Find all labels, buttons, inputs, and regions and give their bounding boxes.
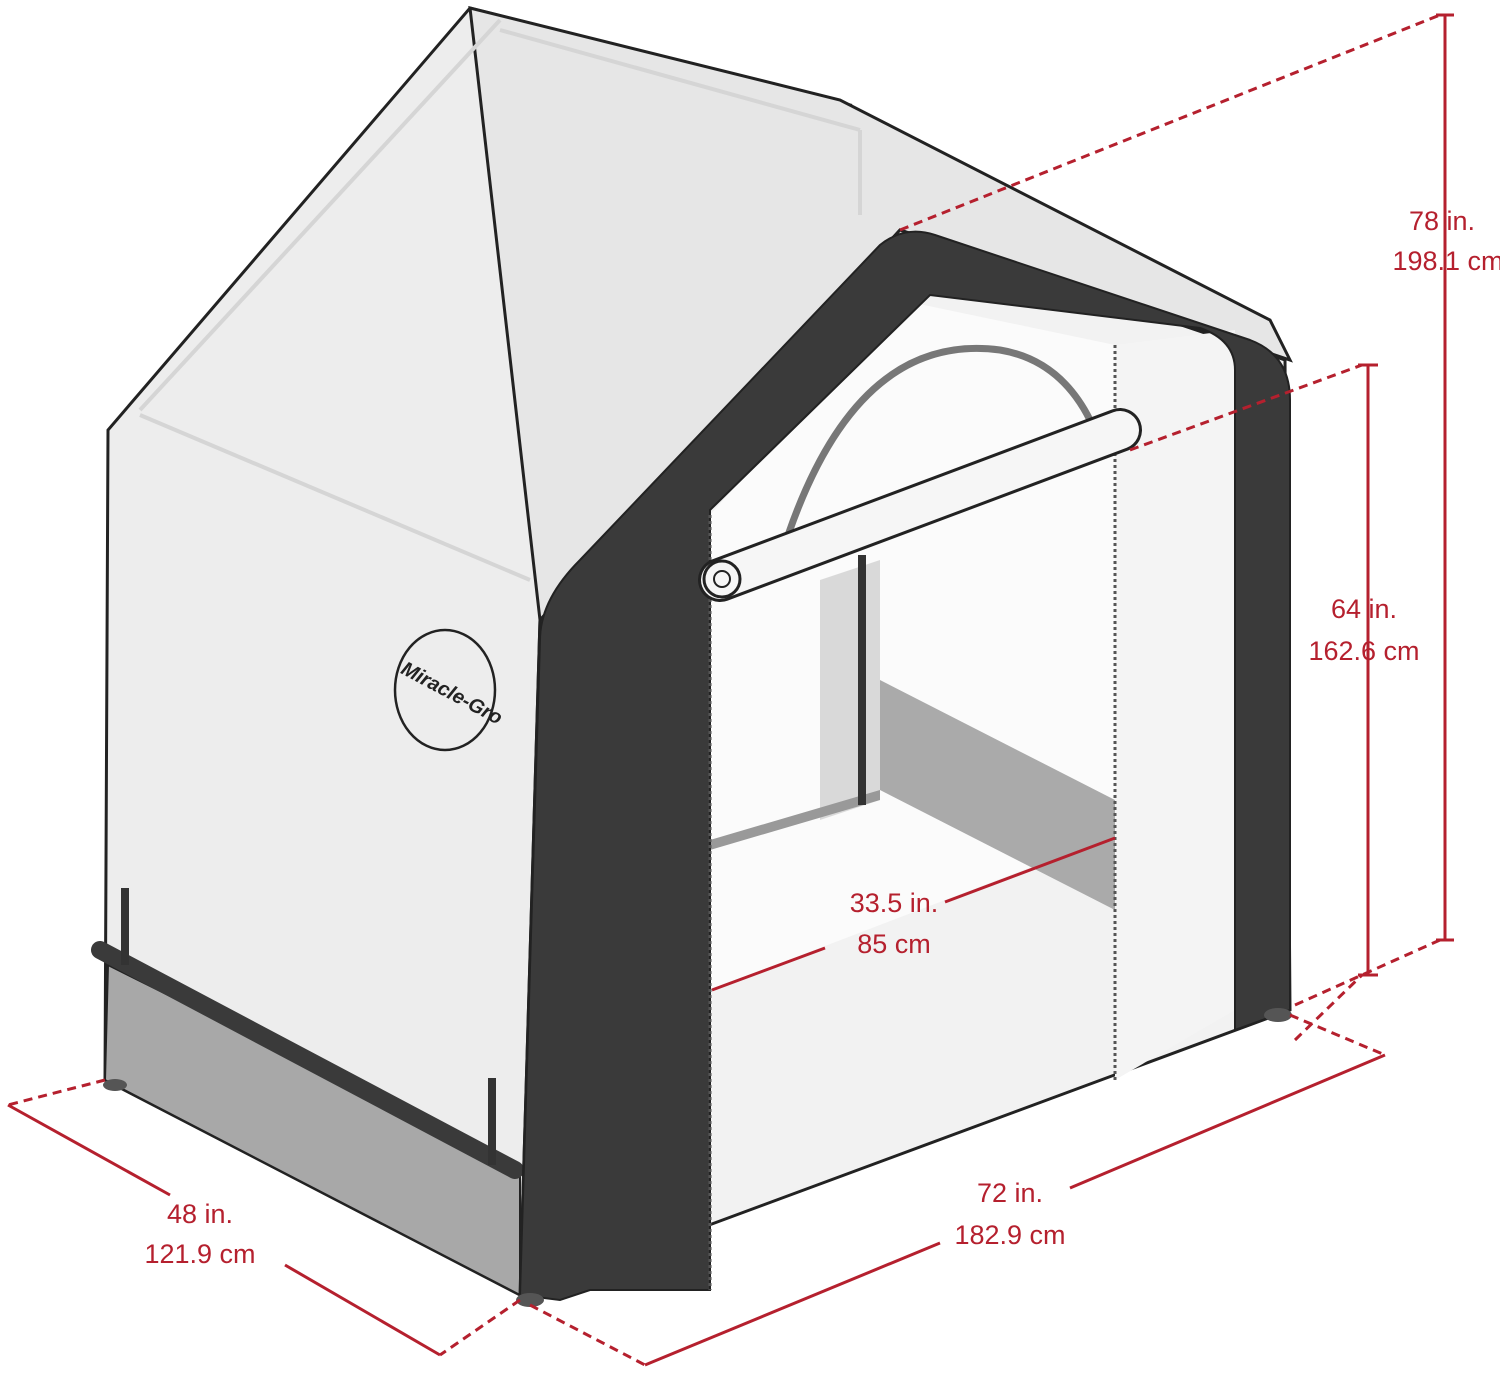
front-frame [518,230,1291,1302]
roll-end [702,559,742,599]
back-skirt [880,680,1115,910]
dimension-lines [7,13,1454,1367]
back-wall [820,560,880,820]
roof-arch [776,345,1094,562]
width-cm: 182.9 cm [954,1220,1065,1250]
door-width-in: 33.5 in. [850,888,939,918]
door-height-in: 64 in. [1331,594,1397,624]
depth-in: 48 in. [167,1199,233,1229]
anchor-feet [103,1008,1292,1307]
rolled-side-panel [91,941,524,1179]
roll-spiral [713,570,731,588]
door-panel [1115,330,1235,1080]
door-height-cm: 162.6 cm [1308,636,1419,666]
frame-lines [138,18,862,582]
width-in: 72 in. [977,1178,1043,1208]
depth-cm: 121.9 cm [144,1239,255,1269]
rolled-door-fill [701,411,1139,599]
door-width-cm: 85 cm [857,929,931,959]
overall-height-in: 78 in. [1409,206,1475,236]
overall-height-cm: 198.1 cm [1392,246,1500,276]
back-skirt-left [710,790,880,850]
